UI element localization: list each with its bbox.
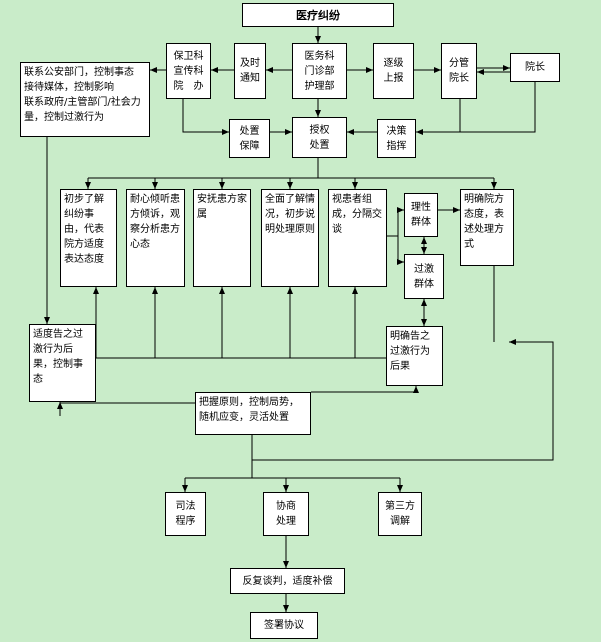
public-liaison-box: 联系公安部门，控制事态 接待媒体，控制影响 联系政府/主管部门/社会力量，控制过… [20,62,150,137]
diagram-title: 医疗纠纷 [296,8,340,22]
vice-president-label: 分管 院长 [449,58,469,84]
third-party-box: 第三方 调解 [378,492,422,536]
understand-text: 初步了解纠纷事由，代表院方适度表达态度 [64,194,104,265]
agreement-box: 签署协议 [250,612,318,639]
listen-text: 耐心倾听患方倾诉，观察分析患方心态 [130,194,180,250]
report-label: 逐级 上报 [383,58,404,84]
listen-box: 耐心倾听患方倾诉，观察分析患方心态 [126,189,185,287]
medical-dept-label: 医务科 门诊部 护理部 [304,50,335,92]
agreement-text: 签署协议 [264,620,304,631]
radical-label: 过激 群体 [414,263,434,290]
security-dept-label: 保卫科 宣传科 院 办 [173,50,204,92]
decision-label: 决策 指挥 [386,125,407,152]
report-box: 逐级 上报 [373,43,414,99]
consequence-right-box: 明确告之过激行为后果 [386,326,443,386]
negotiate-label: 协商 处理 [276,501,296,527]
group-text: 视患者组成，分隔交谈 [332,194,382,235]
attitude-text: 明确院方态度，表述处理方式 [464,194,504,250]
attitude-box: 明确院方态度，表述处理方式 [460,189,514,266]
group-box: 视患者组成，分隔交谈 [328,189,387,287]
guarantee-box: 处置 保障 [229,119,270,158]
negotiation-text: 反复谈判，适度补偿 [242,575,333,587]
notify-label: 及时 通知 [240,58,260,84]
authorize-box: 授权 处置 [292,117,347,158]
public-liaison-text: 联系公安部门，控制事态 接待媒体，控制影响 联系政府/主管部门/社会力量，控制过… [24,67,141,123]
president-label: 院长 [525,62,545,73]
title-box: 医疗纠纷 [242,3,394,27]
guarantee-label: 处置 保障 [239,125,260,152]
authorize-label: 授权 处置 [309,124,330,151]
judicial-box: 司法 程序 [165,492,206,536]
vice-president-box: 分管 院长 [441,43,477,99]
understand-box: 初步了解纠纷事由，代表院方适度表达态度 [60,189,117,287]
rational-box: 理性 群体 [404,193,438,237]
radical-box: 过激 群体 [404,254,444,299]
decision-box: 决策 指挥 [377,119,416,158]
consequence-right-text: 明确告之过激行为后果 [390,331,430,372]
explain-text: 全面了解情况，初步说明处理原则 [265,194,315,235]
notify-box: 及时 通知 [234,43,266,99]
president-box: 院长 [510,53,560,82]
principle-text: 把握原则，控制局势，随机应变，灵活处置 [199,397,299,423]
negotiation-box: 反复谈判，适度补偿 [230,568,345,594]
consequence-left-box: 适度告之过激行为后果，控制事态 [29,324,96,402]
rational-label: 理性 群体 [411,202,431,228]
medical-dept-box: 医务科 门诊部 护理部 [292,43,347,99]
principle-box: 把握原则，控制局势，随机应变，灵活处置 [195,392,311,435]
comfort-box: 安抚患方家属 [193,189,251,287]
negotiate-box: 协商 处理 [263,492,309,536]
comfort-text: 安抚患方家属 [197,194,247,220]
security-dept-box: 保卫科 宣传科 院 办 [166,43,211,99]
judicial-label: 司法 程序 [175,501,196,527]
explain-box: 全面了解情况，初步说明处理原则 [261,189,319,287]
third-party-label: 第三方 调解 [385,501,415,527]
consequence-left-text: 适度告之过激行为后果，控制事态 [33,329,83,385]
